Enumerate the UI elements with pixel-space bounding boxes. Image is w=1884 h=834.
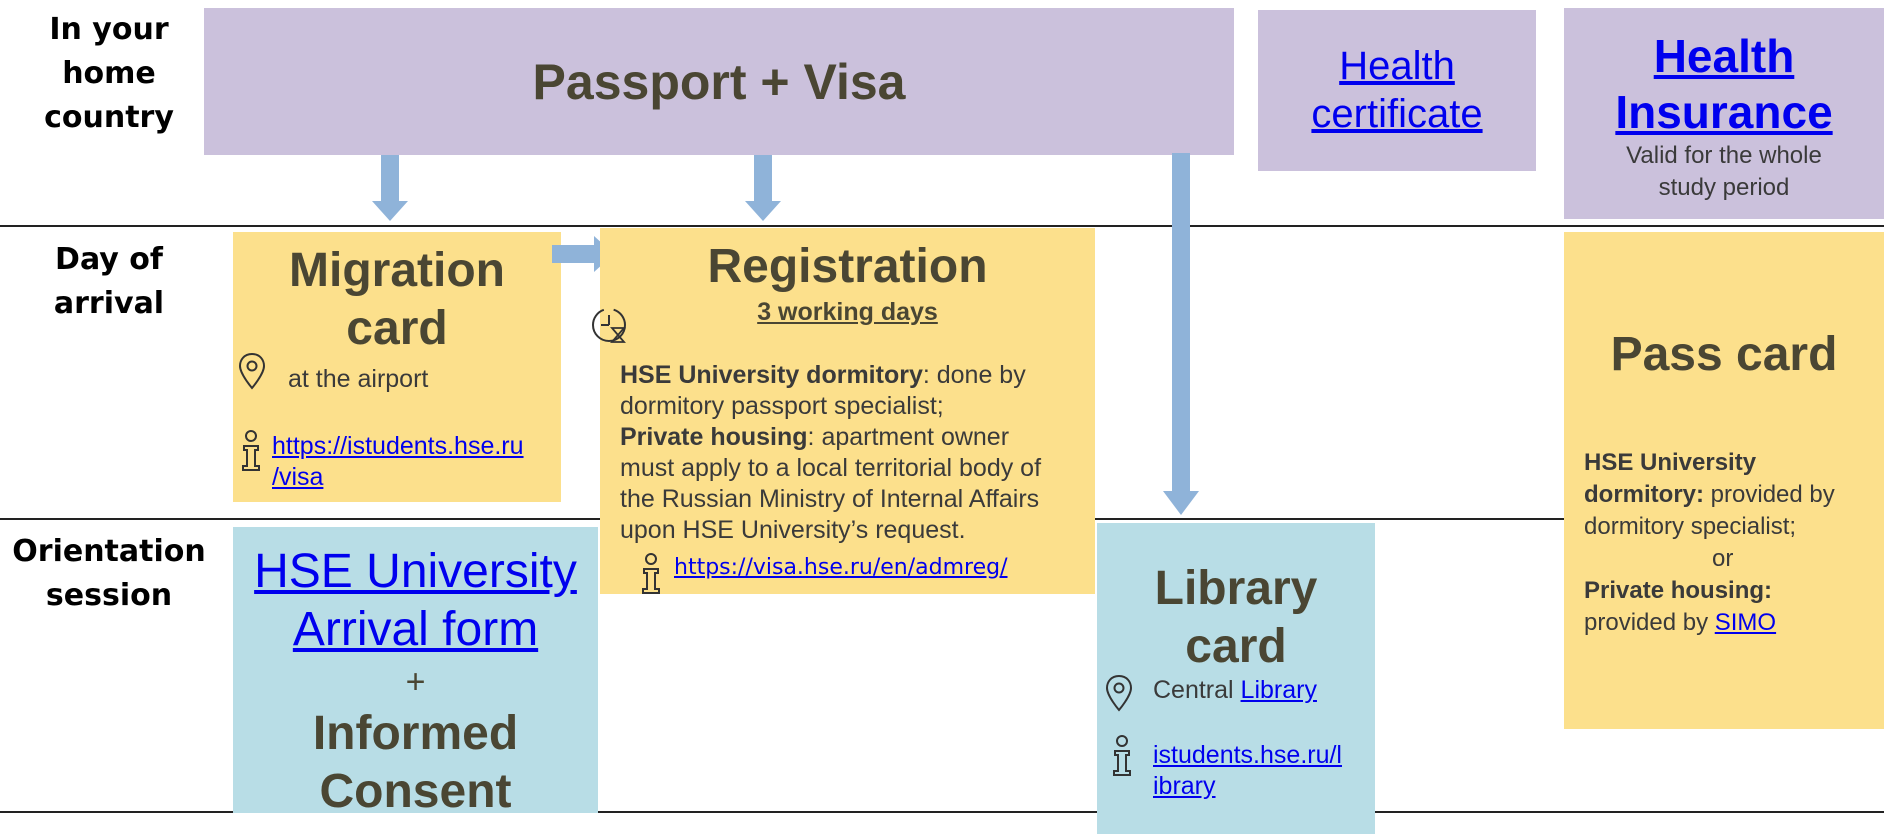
clock-hourglass-icon <box>592 308 626 343</box>
pass-card-private-bold: Private housing: <box>1584 577 1773 604</box>
pass-card-or: or <box>1712 545 1734 572</box>
registration-body: HSE University dormitory: done by dormit… <box>620 360 1090 546</box>
informed-consent-line: Consent <box>319 765 512 818</box>
pass-card-dorm-line-1: HSE University <box>1584 447 1880 479</box>
health-certificate-link-line[interactable]: Health <box>1339 44 1455 88</box>
row-label-orientation-session: Orientation session <box>0 530 218 618</box>
library-location: Central Library <box>1153 675 1317 706</box>
migration-link-line[interactable]: /visa <box>272 463 324 491</box>
migration-card-title: Migration card <box>233 242 561 358</box>
row-label-line: In your <box>49 12 169 47</box>
pass-card-title: Pass card <box>1610 328 1838 381</box>
registration-private-bold: Private housing <box>620 423 808 451</box>
registration-private-line-4: upon HSE University’s request. <box>620 516 966 544</box>
health-insurance-link-line[interactable]: Health <box>1653 30 1795 82</box>
simo-link[interactable]: SIMO <box>1714 609 1777 636</box>
arrival-form-link-line[interactable]: Arrival form <box>292 603 539 656</box>
row-label-line: home <box>62 56 156 91</box>
health-insurance-link-line[interactable]: Insurance <box>1615 86 1833 138</box>
arrival-form-box: HSE University Arrival form + Informed C… <box>233 527 598 818</box>
migration-link: https://istudents.hse.ru /visa <box>272 431 524 493</box>
pass-card-private-line-1: Private housing: <box>1584 575 1880 607</box>
pass-card-dorm-bold: dormitory: <box>1584 481 1704 508</box>
library-card-box <box>1097 523 1375 834</box>
registration-dorm-text: : done by <box>922 361 1026 389</box>
pass-card-dorm-line-3: dormitory specialist; <box>1584 513 1797 540</box>
row-divider <box>0 225 1884 227</box>
health-certificate-link-line[interactable]: certificate <box>1311 92 1483 136</box>
location-pin-icon <box>238 352 266 390</box>
row-label-line: arrival <box>53 286 165 321</box>
registration-dorm-bold: HSE University dormitory <box>620 361 923 389</box>
library-location-link[interactable]: Library <box>1240 676 1317 704</box>
info-person-icon <box>642 553 660 594</box>
location-pin-icon <box>1105 674 1133 712</box>
library-link-line[interactable]: istudents.hse.ru/l <box>1153 741 1342 769</box>
registration-private-text: : apartment owner <box>807 423 1010 451</box>
library-link: istudents.hse.ru/l ibrary <box>1153 740 1342 802</box>
library-card-title: Library card <box>1097 560 1375 676</box>
row-label-home-country: In your home country <box>0 8 218 140</box>
informed-consent-line: Informed <box>312 707 519 760</box>
migration-card-title-line: Migration <box>289 244 505 297</box>
migration-card-box <box>233 232 561 502</box>
migration-location-text: at the airport <box>288 365 429 393</box>
health-insurance-note: Valid for the whole <box>1626 142 1822 169</box>
info-person-icon <box>1113 735 1131 776</box>
health-insurance-box: Health Insurance Valid for the whole stu… <box>1564 8 1884 219</box>
pass-card-dorm-text: provided by <box>1704 481 1835 508</box>
pass-card-body: HSE University dormitory: provided by do… <box>1584 447 1880 639</box>
migration-card-title-line: card <box>346 302 448 355</box>
passport-visa-box: Passport + Visa <box>204 8 1234 155</box>
row-label-line: Orientation <box>12 534 206 569</box>
registration-private-line-2: must apply to a local territorial body o… <box>620 454 1042 482</box>
passport-visa-title: Passport + Visa <box>532 53 906 110</box>
library-link-line[interactable]: ibrary <box>1153 772 1216 800</box>
down-arrow-icon <box>1163 153 1199 515</box>
registration-dorm-line-2: dormitory passport specialist; <box>620 392 944 420</box>
pass-card-private-text: provided by <box>1584 609 1715 636</box>
row-divider <box>0 811 1884 813</box>
registration-title: Registration <box>707 240 988 293</box>
pass-card-private-line-2: provided by SIMO <box>1584 607 1880 639</box>
migration-link-line[interactable]: https://istudents.hse.ru <box>272 432 524 460</box>
row-label-line: country <box>44 100 174 135</box>
pass-card-dorm-bold: HSE University <box>1584 449 1757 476</box>
health-insurance-note: study period <box>1658 174 1790 201</box>
library-location-text: Central <box>1153 676 1241 704</box>
pass-card-dorm-line-2: dormitory: provided by <box>1584 479 1880 511</box>
registration-dorm-line: HSE University dormitory: done by <box>620 360 1090 391</box>
library-card-title-line: card <box>1185 620 1287 673</box>
row-label-line: session <box>45 578 173 613</box>
plus-sign: + <box>405 663 426 701</box>
info-person-icon <box>242 430 260 471</box>
library-card-title-line: Library <box>1154 562 1318 615</box>
registration-private-line-3: the Russian Ministry of Internal Affairs <box>620 485 1040 513</box>
registration-private-line: Private housing: apartment owner <box>620 422 1090 453</box>
arrival-form-link-line[interactable]: HSE University <box>254 545 577 598</box>
row-label-day-of-arrival: Day of arrival <box>0 238 218 326</box>
registration-link[interactable]: https://visa.hse.ru/en/admreg/ <box>674 555 1008 580</box>
row-label-line: Day of <box>55 242 163 277</box>
down-arrow-icon <box>745 155 781 221</box>
registration-box <box>600 228 1095 594</box>
registration-subtitle: 3 working days <box>757 298 938 326</box>
down-arrow-icon <box>372 155 408 221</box>
health-certificate-box: Health certificate <box>1258 10 1536 171</box>
pass-card-box <box>1564 232 1884 729</box>
